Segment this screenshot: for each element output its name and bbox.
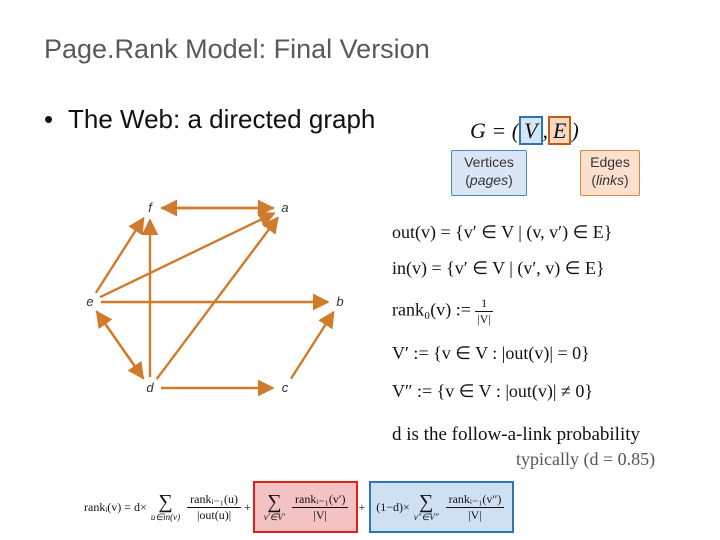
term3-factor: (1−d)× (376, 499, 410, 514)
node-circle (274, 197, 296, 219)
slide-title: Page.Rank Model: Final Version (44, 34, 430, 64)
rank-formula: rankᵢ(v) = d× ∑u∈in(v) rankᵢ₋₁(u)|out(u)… (84, 480, 515, 534)
node-circle (274, 377, 296, 399)
edges-callout: Edges (links) (580, 150, 640, 196)
sum-symbol: ∑u∈in(v) (150, 490, 181, 522)
follow-link-note: d is the follow-a-link probability (392, 424, 641, 445)
edges-callout-sub: (links) (591, 172, 629, 188)
term1-fraction: rankᵢ₋₁(u)|out(u)| (187, 492, 241, 523)
edge-d-to-a (155, 216, 279, 380)
bullet-dot: • (44, 104, 54, 134)
graph-node-f: f (139, 197, 161, 219)
edge-e-to-a (99, 212, 276, 299)
sum-symbol: ∑v″∈V″ (413, 490, 439, 522)
graph-definition: G = (V,E) (470, 116, 579, 145)
vertices-callout-title: Vertices (464, 154, 514, 170)
bullet-item: • The Web: a directed graph (44, 104, 375, 135)
edge-e-to-d (95, 310, 145, 380)
bullet-text: The Web: a directed graph (68, 104, 376, 134)
graph-node-e: e (79, 291, 101, 313)
node-label: d (146, 380, 154, 395)
node-circle (329, 291, 351, 313)
rank0-fraction: 1|V| (475, 296, 493, 326)
formula-lhs: rankᵢ(v) = d× (84, 499, 147, 514)
node-label: f (148, 200, 153, 215)
edge-c-to-b (289, 310, 335, 380)
vertices-callout: Vertices (pages) (451, 150, 527, 196)
node-label: b (336, 294, 343, 309)
edges-callout-title: Edges (590, 154, 630, 170)
term2-fraction: rankᵢ₋₁(v′)|V| (292, 492, 349, 523)
edge-e-to-f (94, 216, 145, 294)
random-jump-term-box: (1−d)× ∑v″∈V″ rankᵢ₋₁(v″)|V| (369, 481, 515, 533)
formula-plus-2: + (358, 499, 366, 514)
edges-highlight: E (548, 116, 572, 145)
rank0-lhs: rank₀(v) := (392, 299, 471, 320)
in-definition: in(v) = {v′ ∈ V | (v′, v) ∈ E} (392, 258, 605, 278)
formula-plus: + (243, 499, 251, 514)
node-circle (139, 197, 161, 219)
vertices-highlight: V (519, 116, 543, 145)
vertices-callout-sub: (pages) (465, 172, 513, 188)
graph-node-b: b (329, 291, 351, 313)
node-circle (79, 291, 101, 313)
node-circle (139, 377, 161, 399)
dangling-term-box: ∑v′∈V′ rankᵢ₋₁(v′)|V| (252, 481, 359, 533)
node-label: c (282, 380, 289, 395)
out-definition: out(v) = {v′ ∈ V | (v, v′) ∈ E} (392, 222, 613, 242)
term3-fraction: rankᵢ₋₁(v″)|V| (445, 492, 505, 523)
vprime-definition: V′ := {v ∈ V : |out(v)| = 0} (392, 343, 590, 363)
graph-node-a: a (274, 197, 296, 219)
graph-node-d: d (139, 377, 161, 399)
graph-def-rhs: ) (571, 118, 579, 143)
graph-node-c: c (274, 377, 296, 399)
vdprime-definition: V″ := {v ∈ V : |out(v)| ≠ 0} (392, 381, 594, 401)
rank0-definition: rank₀(v) := 1|V| (392, 296, 493, 327)
node-label: e (86, 294, 93, 309)
node-label: a (281, 200, 288, 215)
graph-def-comma: , (542, 118, 549, 143)
graph-def-lhs: G = ( (470, 118, 520, 143)
typical-value: typically (d = 0.85) (516, 449, 656, 469)
sum-symbol: ∑v′∈V′ (263, 490, 286, 522)
